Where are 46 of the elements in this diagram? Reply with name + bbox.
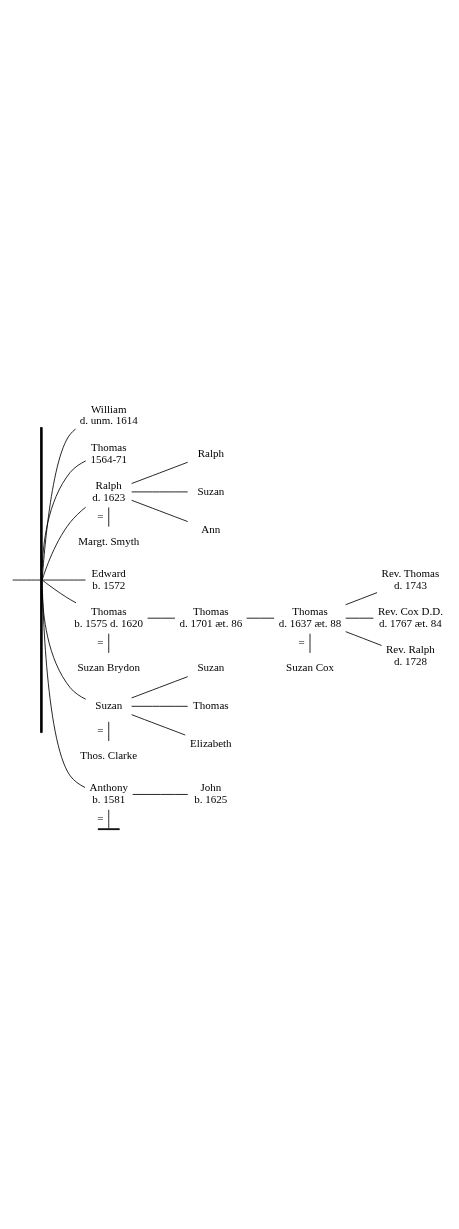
node-text: Suzan: [197, 484, 225, 497]
connector: [41, 506, 87, 580]
node-text: Suzan: [95, 698, 123, 711]
node-text: Ralph: [197, 446, 224, 459]
node-text: Thomas: [193, 698, 229, 711]
connector: [41, 579, 86, 580]
connector: [131, 499, 189, 522]
edge-label: =: [97, 635, 104, 648]
node-text: Thomas d. 1701 æt. 86: [179, 604, 243, 629]
node-bar: [40, 426, 43, 733]
node-text: Anthony b. 1581: [89, 780, 128, 805]
connector: [345, 591, 378, 605]
node-text: Margt. Smyth: [78, 534, 140, 547]
connector: [132, 793, 189, 795]
connector: [41, 428, 76, 580]
connector: [131, 675, 189, 698]
connector: [12, 579, 41, 580]
edge-label: =: [97, 811, 104, 824]
node-text: Thos. Clarke: [80, 748, 138, 761]
connector: [131, 713, 186, 735]
connector: [41, 579, 86, 788]
connector: [131, 461, 189, 484]
edge-label: =: [97, 509, 104, 522]
node-text: Thomas b. 1575 d. 1620: [74, 604, 144, 629]
connector: [41, 579, 77, 603]
node-text: Rev. Cox D.D. d. 1767 æt. 84: [377, 604, 443, 629]
connector: [345, 630, 382, 646]
node-text: Rev. Thomas d. 1743: [381, 566, 440, 591]
node-text: Edward b. 1572: [91, 566, 126, 591]
node-text: Ralph d. 1623: [92, 478, 126, 503]
node-text: Ann: [201, 522, 221, 535]
node-text: John b. 1625: [194, 780, 228, 805]
node-text: Thomas d. 1637 æt. 88: [278, 604, 342, 629]
node-text: Rev. Ralph d. 1728: [386, 642, 435, 667]
node-text: Suzan Brydon: [77, 660, 141, 673]
edge-label: =: [97, 723, 104, 736]
connector: [108, 808, 110, 829]
node-text: William d. unm. 1614: [79, 402, 138, 426]
node-text: Suzan Cox: [286, 660, 334, 673]
node-text: Suzan: [197, 660, 225, 673]
edge-label: =: [298, 635, 305, 648]
connector: [41, 459, 87, 568]
node-text: Thomas 1564-71: [90, 440, 128, 465]
connector: [131, 705, 189, 707]
node-text: Elizabeth: [190, 736, 232, 749]
node-bar: [97, 827, 120, 830]
